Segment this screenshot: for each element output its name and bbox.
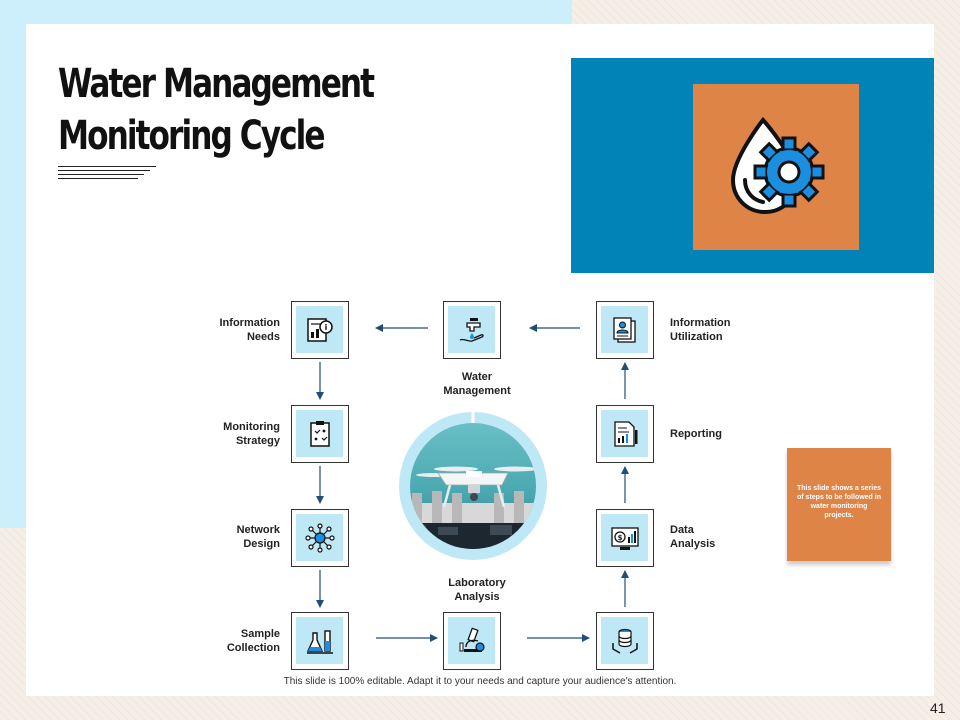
data-analysis-icon: $	[610, 526, 639, 550]
title-line-2: Monitoring Cycle	[58, 113, 326, 159]
label-information-utilization: Information Utilization	[670, 317, 731, 343]
label-water-management: Water Management	[443, 371, 511, 397]
label-laboratory-analysis: Laboratory Analysis	[448, 577, 506, 603]
node-water-management	[443, 301, 501, 359]
node-laboratory-analysis	[443, 612, 501, 670]
note-callout: This slide shows a series of steps to be…	[787, 448, 891, 561]
database-hands-icon	[611, 628, 638, 654]
node-information-needs: i	[291, 301, 349, 359]
label-reporting: Reporting	[670, 428, 722, 440]
label-data-analysis: Data Analysis	[670, 524, 716, 550]
title-underline-decoration	[58, 166, 158, 180]
node-information-utilization	[596, 301, 654, 359]
node-monitoring-strategy	[291, 405, 349, 463]
profile-document-icon	[612, 316, 636, 343]
label-monitoring-strategy: Monitoring Strategy	[223, 421, 280, 447]
node-sample-collection	[291, 612, 349, 670]
page-number: 41	[930, 700, 946, 716]
node-network-design	[291, 509, 349, 567]
microscope-lab-icon	[459, 627, 485, 652]
water-drop-gear-icon	[730, 116, 825, 215]
label-sample-collection: Sample Collection	[226, 628, 280, 654]
node-data-storage	[596, 612, 654, 670]
drone-photo	[399, 411, 547, 560]
footer-text: This slide is 100% editable. Adapt it to…	[283, 676, 677, 687]
water-tap-hand-icon	[459, 317, 484, 342]
label-network-design: Network Design	[236, 524, 280, 550]
report-document-icon	[613, 420, 637, 447]
node-reporting	[596, 405, 654, 463]
slide-title: Water Management Monitoring Cycle	[58, 58, 375, 162]
svg-text:i: i	[324, 323, 327, 332]
report-info-icon: i	[306, 317, 333, 342]
lab-flask-icon	[306, 629, 333, 654]
svg-text:$: $	[617, 534, 622, 542]
clipboard-icon	[309, 420, 330, 447]
network-icon	[304, 522, 335, 553]
title-line-1: Water Management	[58, 61, 375, 107]
label-information-needs: Information Needs	[219, 317, 281, 343]
node-data-analysis: $	[596, 509, 654, 567]
